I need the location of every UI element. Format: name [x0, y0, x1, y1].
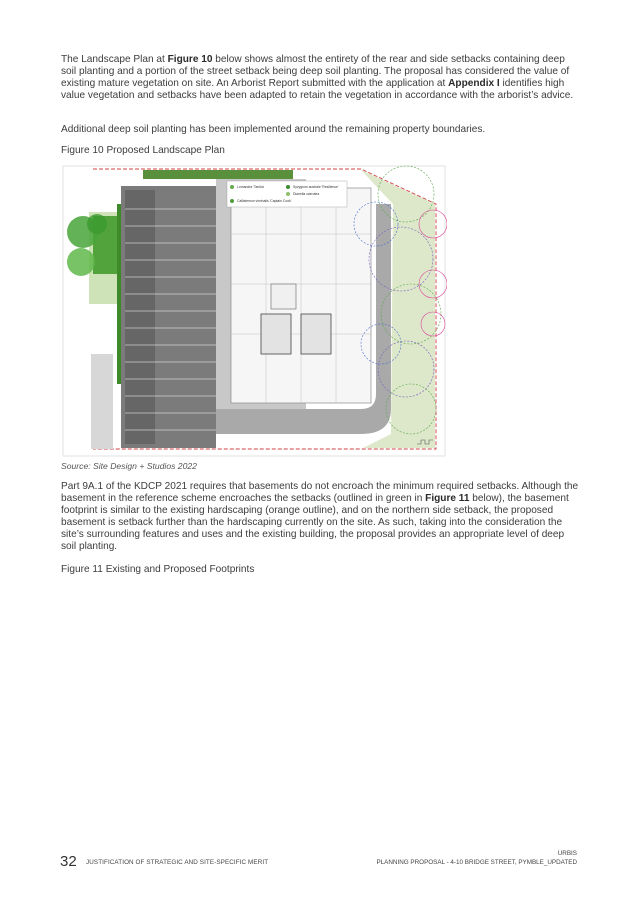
appendix-reference: Appendix I: [448, 78, 500, 89]
figure-reference: Figure 11: [425, 493, 470, 504]
basement-paragraph: Part 9A.1 of the KDCP 2021 requires that…: [61, 481, 581, 553]
intro-paragraph: The Landscape Plan at Figure 10 below sh…: [61, 54, 581, 102]
text-run: below shows almost the entirety of the r…: [61, 54, 570, 89]
deep-soil-paragraph: Additional deep soil planting has been i…: [61, 124, 486, 135]
text-run: identifies high value vegetation and set…: [61, 78, 574, 101]
figure-reference: Figure 10: [167, 54, 213, 65]
legend-item: Callistemon viminalis 'Captain Cook': [237, 199, 292, 203]
legend-item: Syzygium australe 'Resilience': [293, 185, 339, 189]
footer-brand: URBIS: [557, 850, 577, 857]
footer-document-title: PLANNING PROPOSAL - 4-10 BRIDGE STREET, …: [376, 859, 577, 866]
page-number: 32: [60, 853, 77, 870]
legend-item: Lomandra 'Tanika': [237, 185, 265, 189]
footer-section-title: JUSTIFICATION OF STRATEGIC AND SITE-SPEC…: [86, 859, 269, 866]
legend-item: Dianella caerulea: [293, 192, 319, 196]
text-run: Part 9A.1 of the KDCP 2021 requires that…: [61, 481, 579, 504]
landscape-plan-image: Lomandra 'Tanika' Syzygium australe 'Res…: [61, 164, 447, 458]
text-run: below), the basement footprint is simila…: [61, 493, 569, 552]
figure-10-source: Source: Site Design + Studios 2022: [61, 461, 197, 471]
text-run: The Landscape Plan at: [61, 54, 168, 65]
figure-10-caption: Figure 10 Proposed Landscape Plan: [61, 145, 225, 156]
figure-11-caption: Figure 11 Existing and Proposed Footprin…: [61, 564, 255, 575]
